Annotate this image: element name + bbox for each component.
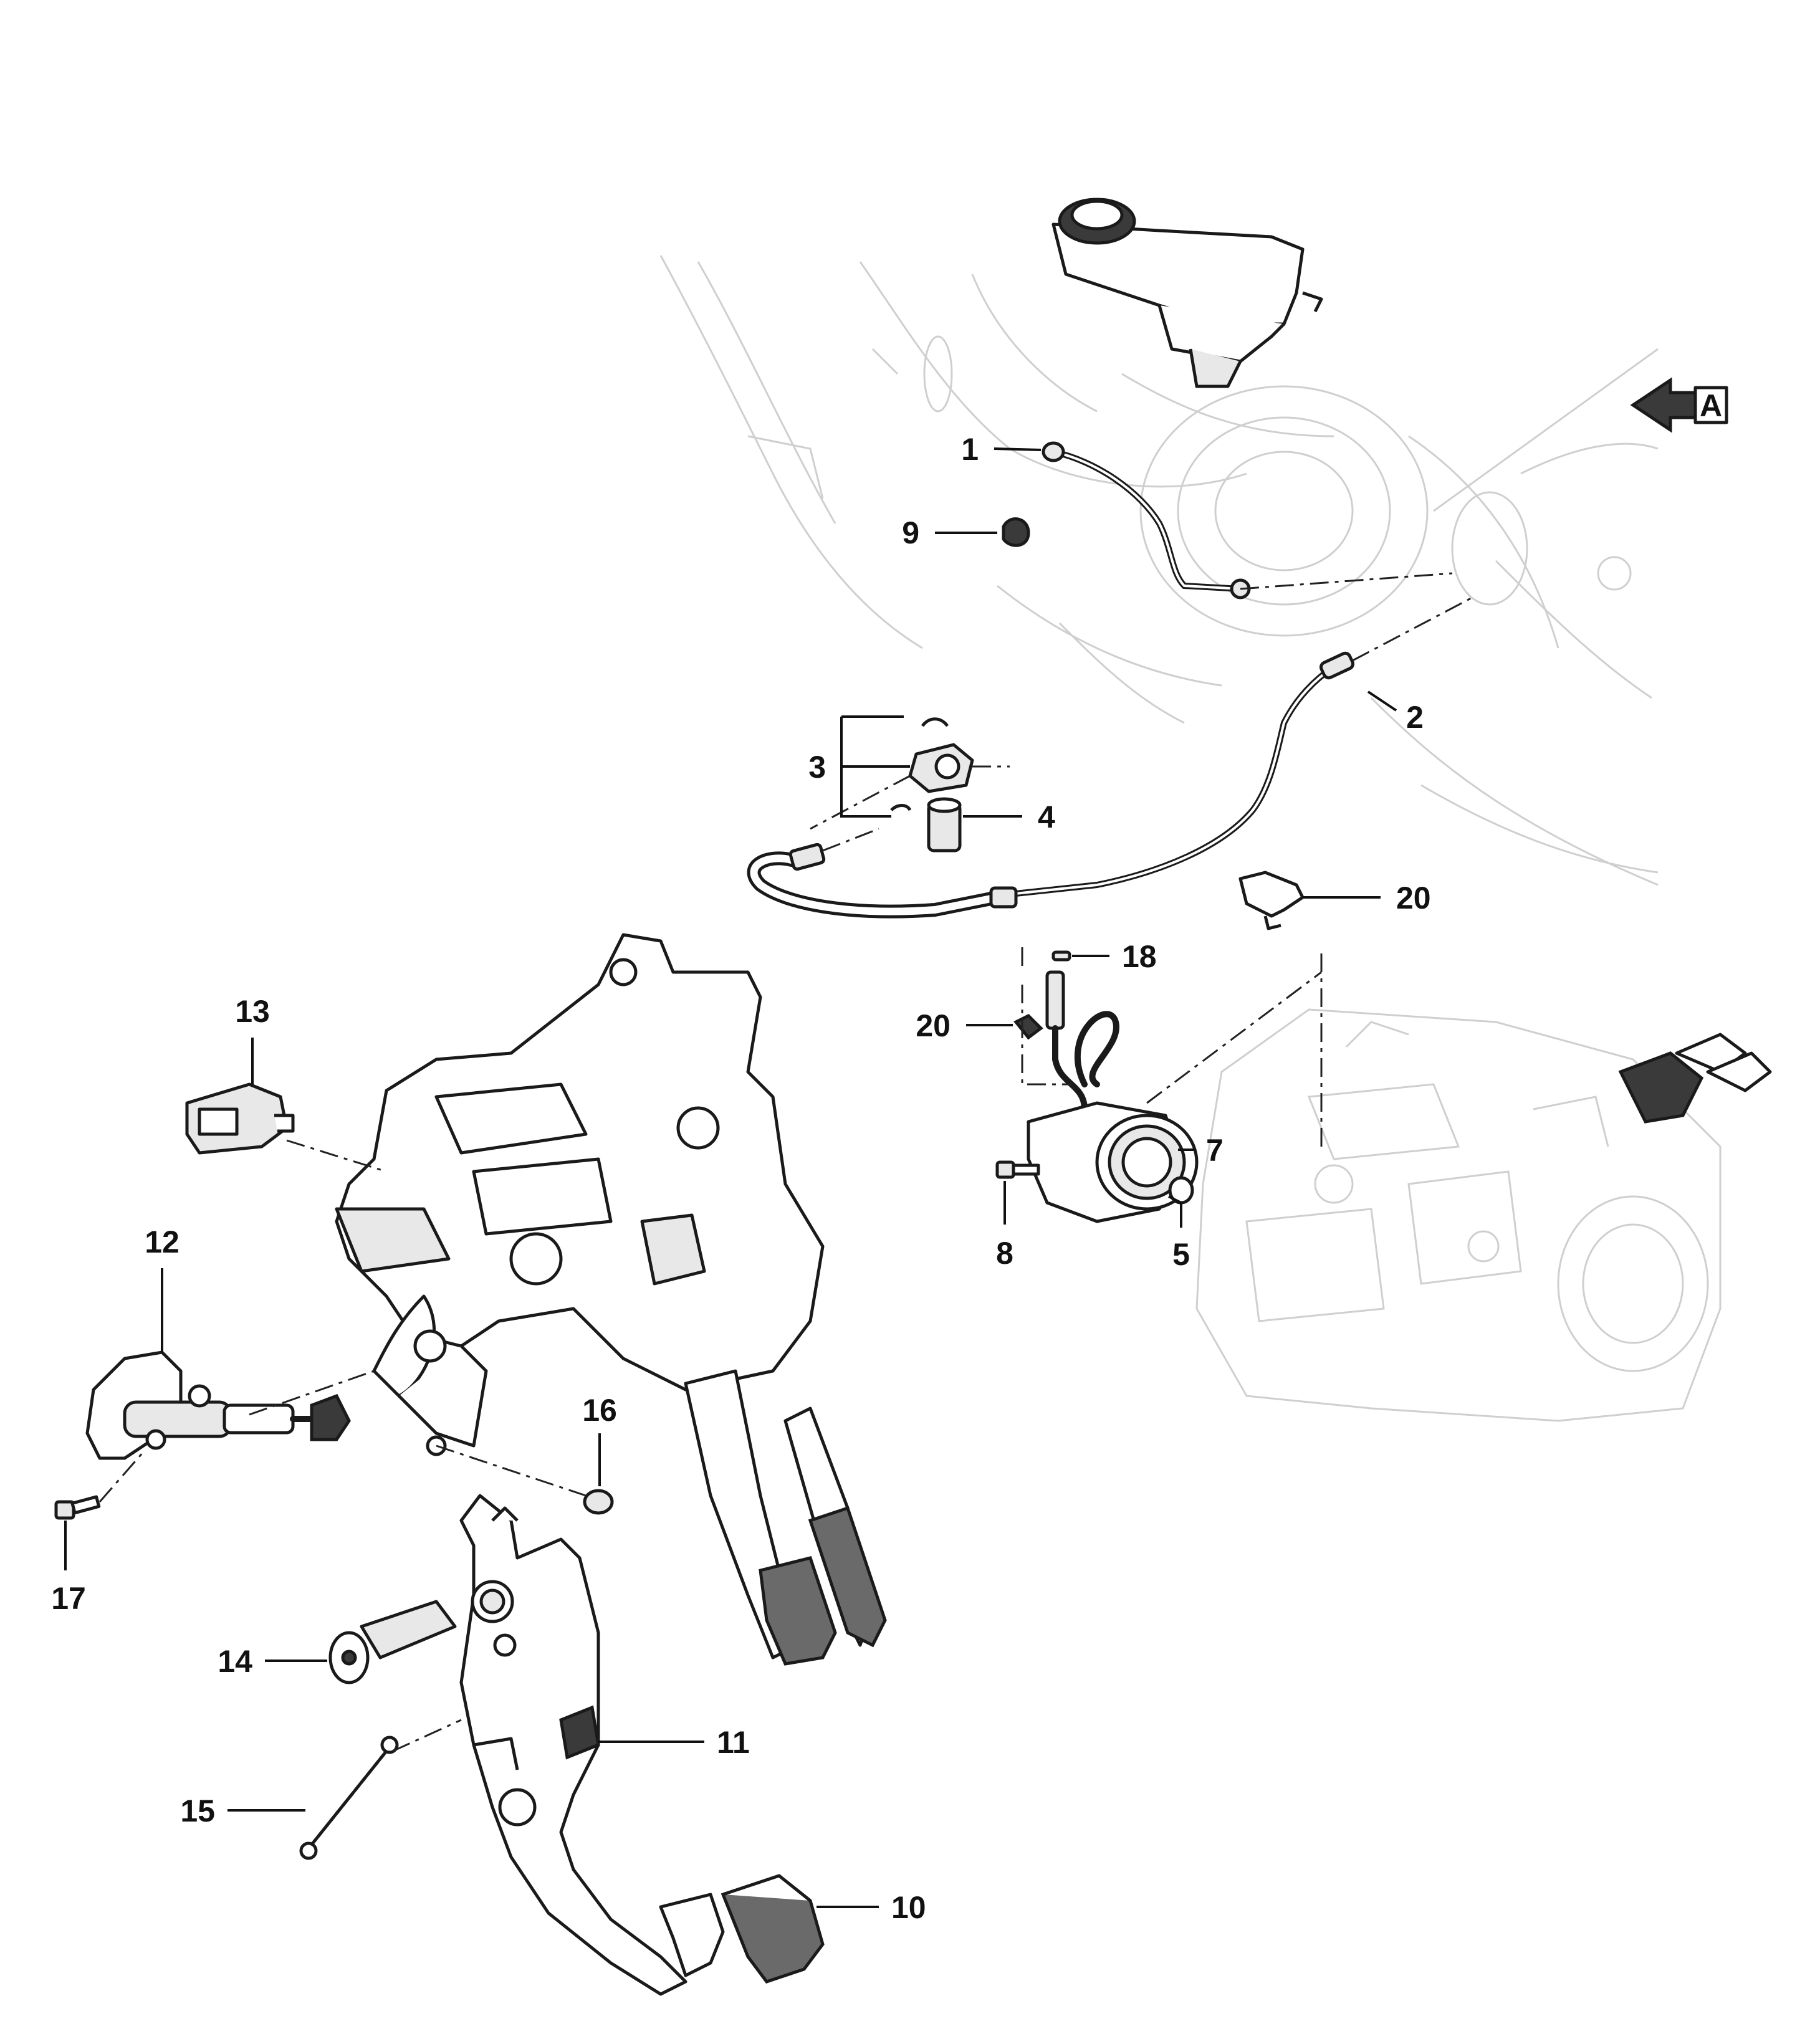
callout-20-lower[interactable]: 20: [916, 1008, 951, 1043]
callout-2[interactable]: 2: [1406, 700, 1424, 735]
callout-13[interactable]: 13: [235, 994, 270, 1029]
part-20-clip-lower: [1013, 1013, 1043, 1040]
part-12-master-cylinder: [85, 1350, 375, 1460]
fluid-reservoir: [1051, 198, 1323, 388]
part-20-bracket-upper: [1238, 871, 1305, 930]
callout-11[interactable]: 11: [717, 1725, 750, 1760]
part-16-bush: [436, 1445, 614, 1515]
callout-14[interactable]: 14: [218, 1644, 252, 1679]
callout-15[interactable]: 15: [180, 1793, 215, 1828]
view-marker-box: [1693, 386, 1728, 424]
view-marker-a: A: [1630, 377, 1728, 433]
callout-4[interactable]: 4: [1038, 800, 1055, 834]
part-9-clip: [1002, 517, 1030, 547]
arrow-down-left-icon: [1618, 1051, 1704, 1124]
part-15-return-spring: [299, 1719, 462, 1860]
callout-5[interactable]: 5: [1172, 1237, 1190, 1272]
callout-10[interactable]: 10: [891, 1890, 926, 1925]
part-1-reservoir-hose: [1042, 441, 1453, 599]
part-7-slave-cylinder: [1021, 947, 1323, 1223]
ghost-transmission: [1195, 1008, 1722, 1422]
part-10-pedal-pad: [721, 1874, 825, 1984]
part-2-clutch-pipe: [1007, 597, 1472, 897]
view-marker-label: A: [1700, 388, 1722, 423]
callout-17[interactable]: 17: [51, 1581, 86, 1616]
part-13-pedal-switch: [185, 1082, 387, 1173]
part-11-clutch-pedal: [459, 1494, 725, 1996]
part-4-sleeve: [927, 797, 962, 852]
leader-1: [994, 447, 1042, 451]
flex-hose: [747, 828, 1018, 919]
callout-1[interactable]: 1: [961, 432, 979, 467]
callout-20-upper[interactable]: 20: [1396, 881, 1431, 915]
part-14-pivot-pin: [328, 1600, 457, 1684]
callout-16[interactable]: 16: [582, 1393, 617, 1428]
callout-9[interactable]: 9: [902, 515, 919, 550]
callout-12[interactable]: 12: [145, 1225, 180, 1259]
front-direction-arrow: [1618, 1033, 1772, 1124]
ghost-vehicle-body: [659, 255, 1659, 886]
leader-2: [1367, 690, 1397, 712]
part-18-pin: [1051, 950, 1071, 962]
part-17-bolt: [54, 1451, 145, 1520]
part-3-connector-clips: [810, 717, 1010, 830]
pedal-bracket-assembly: [335, 933, 825, 1456]
arrow-left-icon: [1630, 377, 1697, 433]
brake-pedal: [684, 1369, 837, 1666]
callout-8[interactable]: 8: [996, 1236, 1013, 1271]
callout-7[interactable]: 7: [1206, 1133, 1224, 1168]
callout-18[interactable]: 18: [1122, 939, 1157, 974]
leader-5: [1168, 1195, 1182, 1228]
part-8-bolt: [995, 1160, 1040, 1179]
accelerator-pedal: [783, 1406, 887, 1648]
callout-3[interactable]: 3: [808, 750, 826, 785]
leader-3: [840, 715, 910, 818]
